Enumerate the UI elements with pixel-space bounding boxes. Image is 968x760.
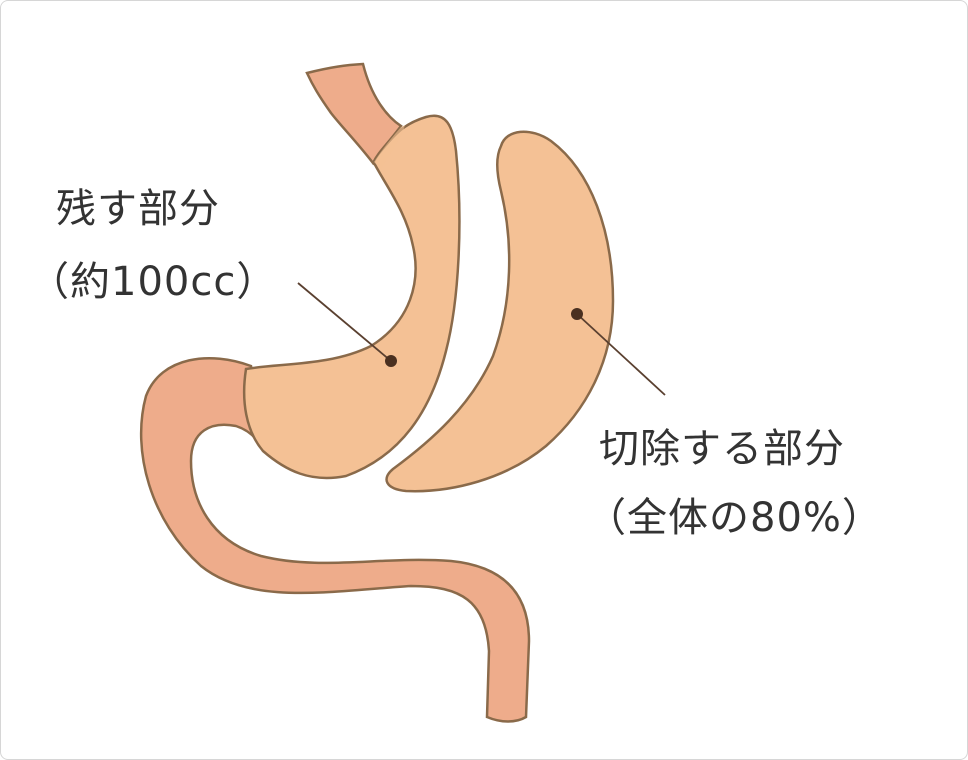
remaining-part-label: 残す部分 xyxy=(56,186,220,232)
remaining-stomach xyxy=(242,114,461,480)
removed-stomach-part xyxy=(385,130,615,493)
removed-ratio-label: （全体の80%） xyxy=(586,495,883,541)
removed-marker-dot xyxy=(571,308,583,320)
remaining-marker-dot xyxy=(385,355,397,367)
remaining-leader-line xyxy=(297,282,392,362)
removed-leader-line xyxy=(576,313,666,396)
duodenum xyxy=(139,356,531,723)
remaining-volume-label: （約100cc） xyxy=(29,259,278,305)
esophagus xyxy=(305,62,403,166)
removed-part-label: 切除する部分 xyxy=(599,426,845,472)
junction-shade xyxy=(374,125,405,169)
